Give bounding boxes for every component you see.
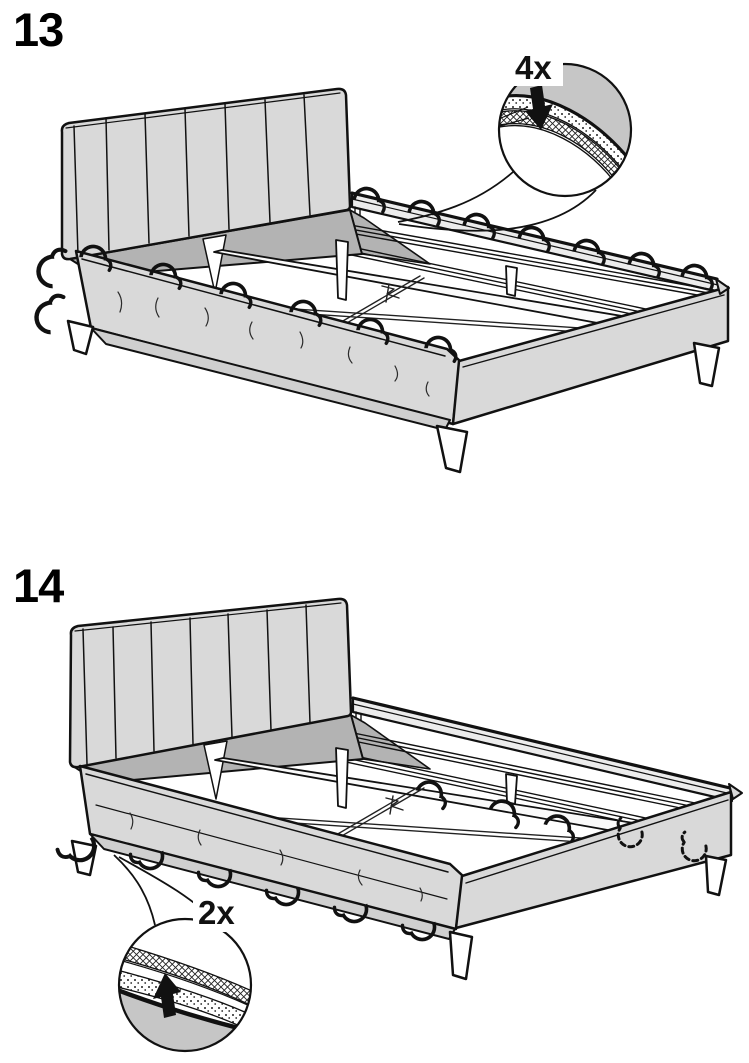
strap-hook-icon <box>32 292 64 336</box>
callout-label-box <box>193 893 247 932</box>
detail-magnifier-13: 4x <box>397 49 633 232</box>
head-corner-post <box>335 747 349 809</box>
leg <box>704 854 728 897</box>
head-corner-post <box>335 239 349 301</box>
leg <box>435 424 469 474</box>
fabric-wrinkles <box>129 812 423 902</box>
step-14-number: 14 <box>13 559 64 612</box>
headboard <box>60 87 352 261</box>
bed-legs <box>66 319 721 474</box>
leg <box>66 319 95 356</box>
fabric-wrinkles <box>117 291 430 397</box>
center-support-post <box>505 265 518 297</box>
callout-label: 2x <box>198 894 235 931</box>
center-bracket-notch <box>203 740 228 800</box>
headboard <box>68 597 353 769</box>
arrow-down-icon <box>525 85 553 130</box>
step-14-illustration: 2x <box>55 597 743 1053</box>
leg <box>692 341 721 388</box>
center-support-post <box>505 773 518 805</box>
headboard-side-strap-hooks <box>32 246 66 336</box>
callout-label-box <box>511 49 563 86</box>
leg <box>448 930 474 981</box>
slat-rails <box>289 215 715 321</box>
bed-underside <box>89 833 456 940</box>
callout-label: 4x <box>515 49 552 86</box>
arrow-up-icon <box>153 973 181 1018</box>
footboard <box>451 278 730 426</box>
strap-hook-icon <box>34 246 66 290</box>
bed-frame-step-13 <box>32 87 730 474</box>
step-13-illustration: 4x <box>0 49 730 474</box>
magnifier-leader-line <box>397 171 597 232</box>
bed-frame-step-14 <box>55 597 743 981</box>
detail-magnifier-14: 2x <box>113 854 253 1053</box>
footboard <box>454 783 743 930</box>
step-13-number: 13 <box>13 3 64 56</box>
headboard-panel-seams <box>74 602 342 765</box>
headboard-panel-seams <box>65 92 341 256</box>
center-bracket-notch <box>202 234 227 294</box>
